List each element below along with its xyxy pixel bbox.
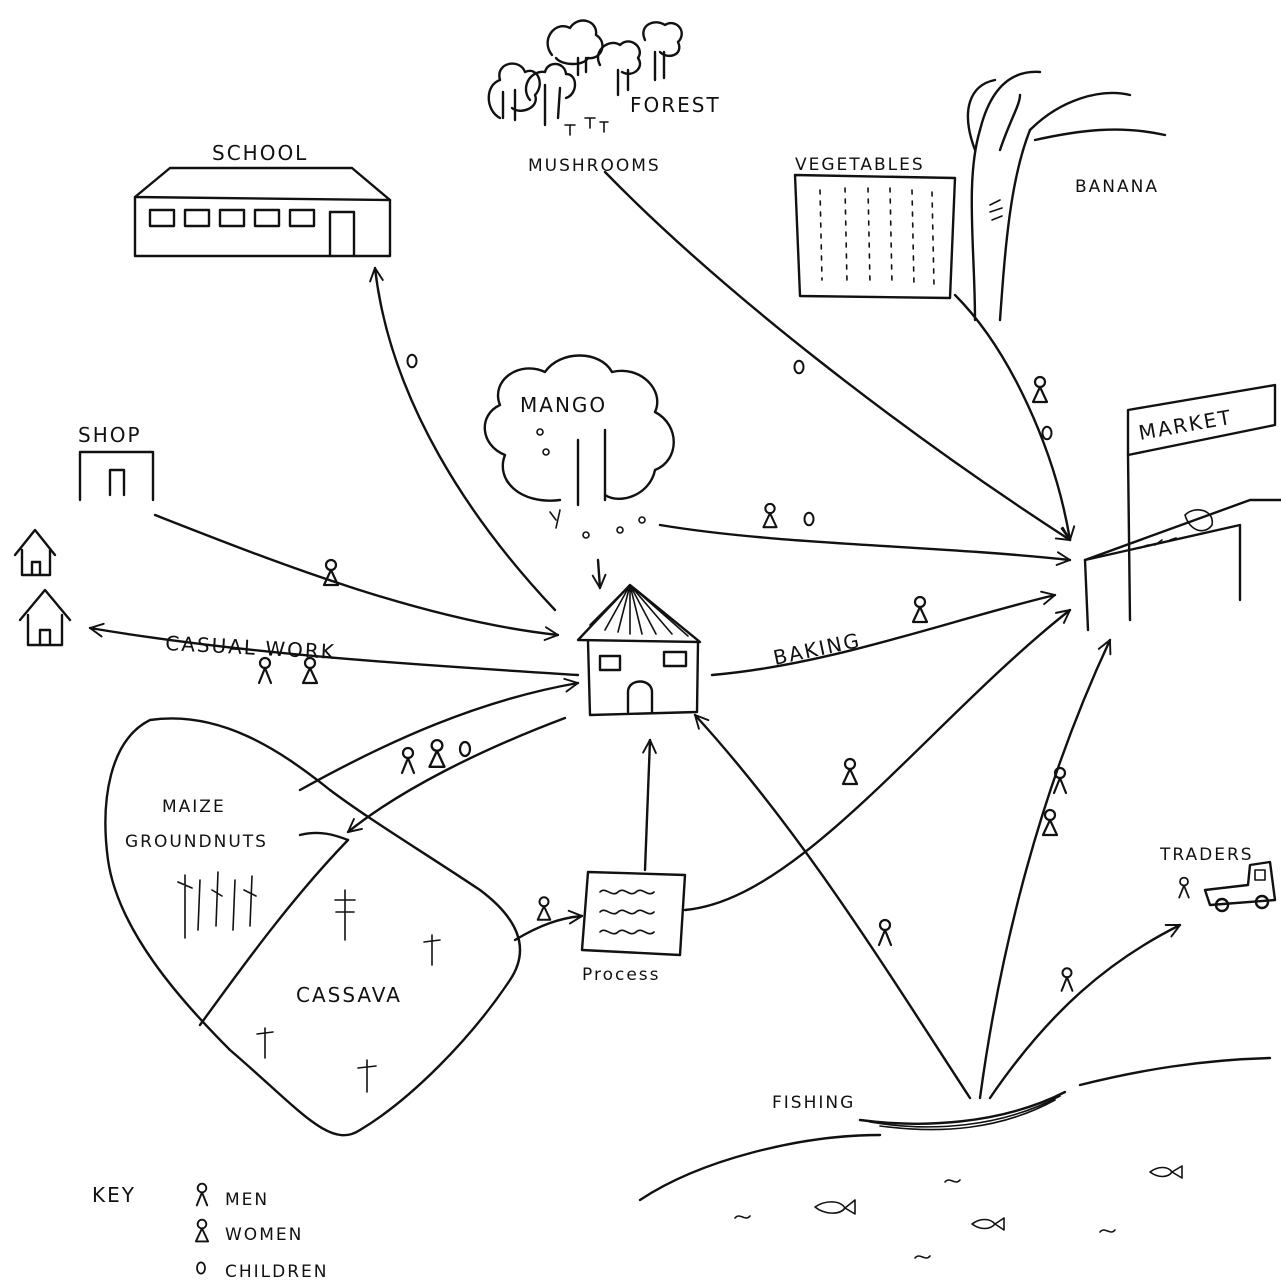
legend: KEY MEN WOMEN CHILDREN xyxy=(92,1182,329,1282)
arrow-home-fields xyxy=(346,716,567,834)
fishing-home-men-icon xyxy=(877,918,893,947)
fishing-market-men-icon xyxy=(1052,766,1068,795)
arrow-fields-process xyxy=(513,909,584,942)
arrow-process-home xyxy=(642,738,657,872)
legend-title: KEY xyxy=(92,1183,136,1207)
market-stall xyxy=(1083,383,1281,632)
arrow-mango-market xyxy=(658,523,1072,566)
mushrooms-label: MUSHROOMS xyxy=(528,156,661,176)
arrow-fishing-market xyxy=(978,638,1112,1100)
arrow-shop-home xyxy=(153,513,560,641)
fields-women-icon xyxy=(428,738,446,769)
legend-women-icon xyxy=(194,1218,210,1243)
process-label: Process xyxy=(582,965,661,985)
mango-tree xyxy=(483,354,675,539)
traders-label: TRADERS xyxy=(1159,845,1254,865)
legend-men-icon xyxy=(195,1182,209,1207)
school-label: SCHOOL xyxy=(212,141,308,165)
shop-building xyxy=(78,450,155,502)
school-building xyxy=(133,166,392,258)
crop-fields xyxy=(104,717,522,1137)
arrow-fields-home xyxy=(298,677,580,792)
fishing-label: FISHING xyxy=(772,1093,855,1113)
fishing-lake xyxy=(638,1056,1272,1259)
maize-label: MAIZE xyxy=(162,797,226,817)
vegetables-children-icon xyxy=(1041,425,1053,441)
cassava-label: CASSAVA xyxy=(296,983,402,1007)
process-market-women-icon xyxy=(841,757,859,786)
arrow-home-market-baking xyxy=(710,590,1057,677)
banana-tree xyxy=(966,70,1167,322)
mushrooms-children-icon xyxy=(793,359,805,375)
arrow-process-market xyxy=(683,608,1072,912)
traders-truck xyxy=(1178,860,1277,913)
arrow-home-casualwork xyxy=(88,622,580,677)
vegetables-label: VEGETABLES xyxy=(795,155,925,175)
process-mat xyxy=(580,870,687,957)
fishing-market-women-icon xyxy=(1041,808,1059,837)
legend-children-label: CHILDREN xyxy=(225,1262,329,1282)
vegetables-women-icon xyxy=(1031,375,1049,404)
groundnuts-label: GROUNDNUTS xyxy=(125,832,268,852)
home-hut xyxy=(576,583,702,717)
arrow-mushrooms-market xyxy=(603,170,1072,542)
actor-symbols xyxy=(257,353,1074,992)
legend-children-icon xyxy=(195,1261,207,1275)
baking-label: BAKING xyxy=(771,628,863,670)
banana-label: BANANA xyxy=(1075,177,1159,197)
fields-children-icon xyxy=(458,740,472,758)
arrow-fishing-home xyxy=(693,713,972,1100)
mango-children-icon xyxy=(803,511,815,527)
arrow-vegetables-market xyxy=(953,293,1076,542)
market-label: MARKET xyxy=(1137,405,1235,445)
casual-men-icon xyxy=(257,656,273,685)
casual-work-label: CASUAL WORK xyxy=(165,631,337,664)
arrow-mango-home xyxy=(591,558,607,590)
school-children-icon xyxy=(406,353,418,369)
fields-process-women-icon xyxy=(536,896,552,921)
fields-men-icon xyxy=(400,746,416,775)
fishing-traders-men-icon xyxy=(1060,967,1074,992)
flow-arrows xyxy=(88,170,1182,1100)
legend-women-label: WOMEN xyxy=(225,1225,303,1245)
forest-label: FOREST xyxy=(630,93,721,117)
arrow-fishing-traders xyxy=(988,923,1182,1100)
arrow-home-school xyxy=(369,266,557,612)
shop-label: SHOP xyxy=(78,423,142,447)
mango-women-icon xyxy=(762,502,778,529)
legend-men-label: MEN xyxy=(225,1190,269,1210)
baking-women-icon xyxy=(911,595,929,624)
forest-trees xyxy=(487,19,683,136)
vegetable-garden xyxy=(793,173,957,300)
village-houses xyxy=(13,528,72,647)
mango-label: MANGO xyxy=(520,393,607,417)
